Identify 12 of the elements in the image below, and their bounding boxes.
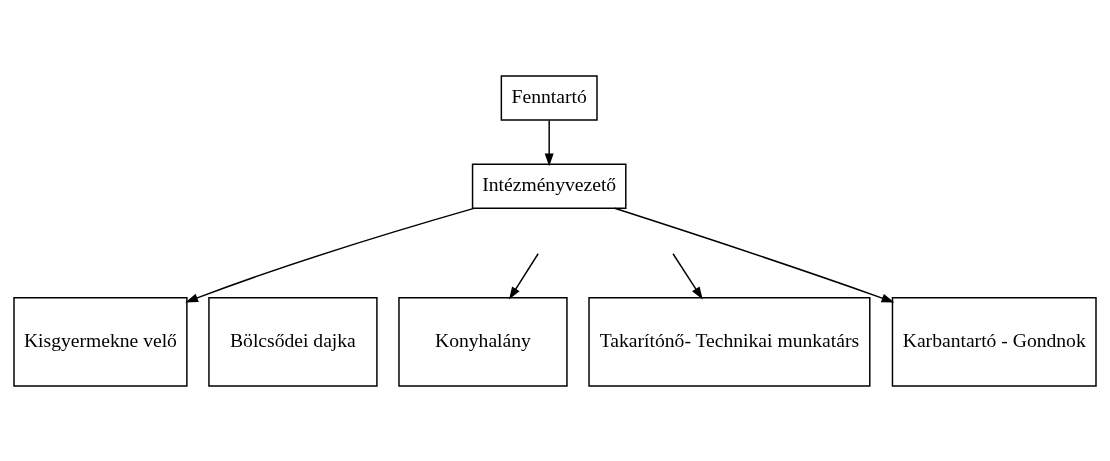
node-box: Takarítónő- Technikai munkatárs — [588, 296, 871, 387]
arrow — [509, 252, 539, 300]
arrow — [672, 252, 703, 300]
node-box: Konyhalány — [398, 296, 568, 387]
node-box: Fenntartó — [500, 74, 598, 121]
arrow — [613, 207, 895, 302]
node-box: Kisgyermekne velő — [13, 296, 188, 387]
arrow — [185, 207, 475, 302]
arrow — [544, 119, 554, 166]
node-box: Intézményvezető — [471, 162, 627, 209]
node-box: Karbantartó - Gondnok — [891, 296, 1097, 387]
node-box: Bölcsődei dajka — [208, 296, 378, 387]
